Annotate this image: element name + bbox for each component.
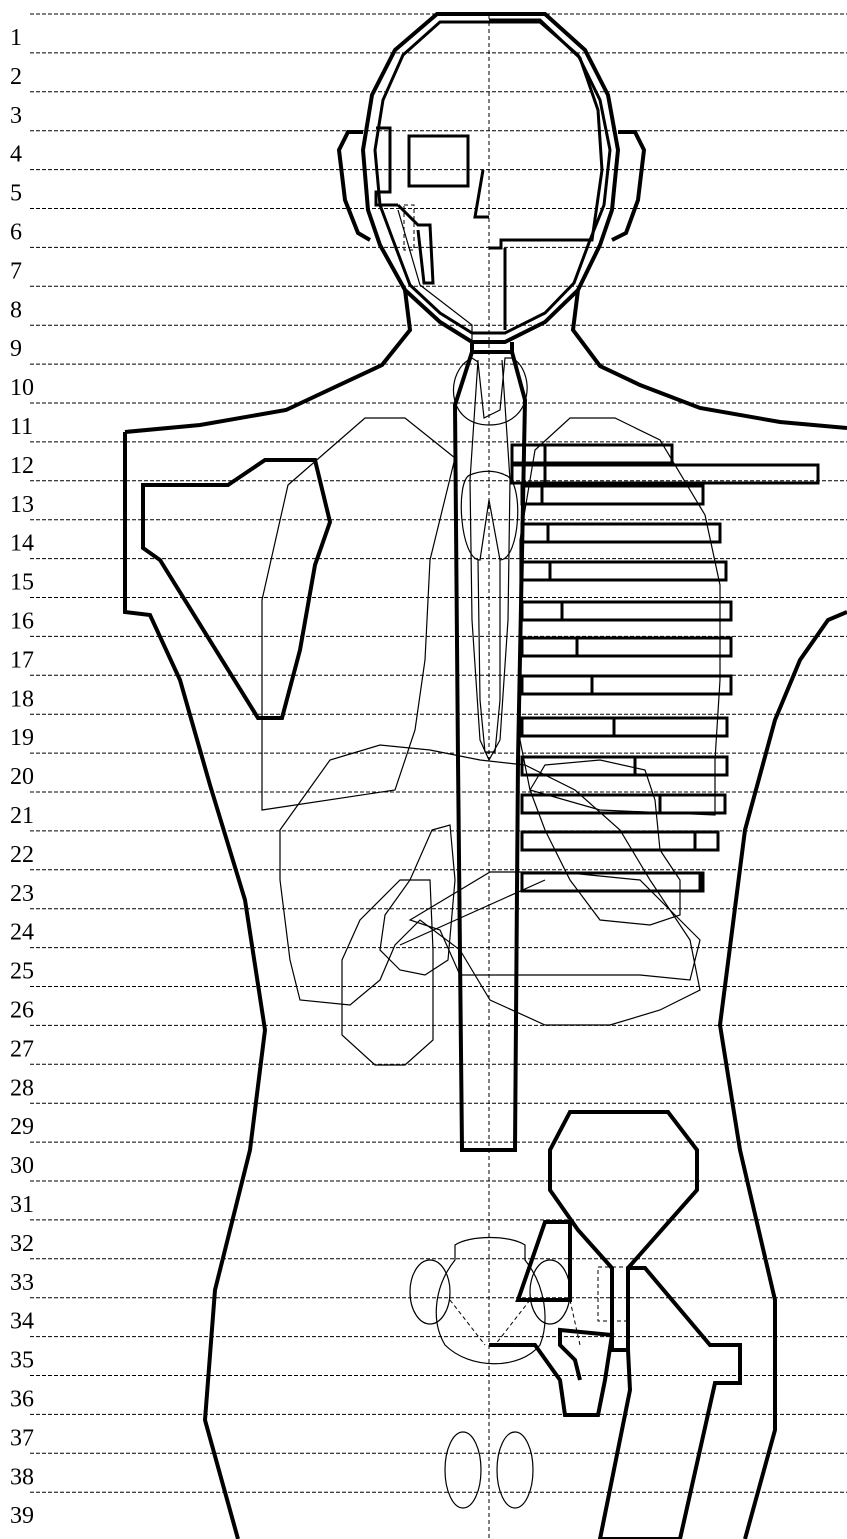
rib bbox=[522, 676, 731, 694]
stomach bbox=[530, 760, 680, 925]
row-number-label: 10 bbox=[10, 375, 34, 401]
neck-right bbox=[573, 290, 847, 428]
left-temple-bracket bbox=[376, 128, 398, 205]
left-ovary bbox=[410, 1260, 450, 1324]
row-number-label: 32 bbox=[10, 1231, 34, 1257]
row-number-label: 18 bbox=[10, 686, 34, 712]
trachea bbox=[455, 352, 525, 1150]
scapula bbox=[143, 460, 330, 718]
row-number-label: 34 bbox=[10, 1309, 34, 1335]
rib bbox=[522, 562, 726, 580]
row-number-label: 2 bbox=[10, 64, 22, 90]
row-number-label: 30 bbox=[10, 1153, 34, 1179]
row-number-label: 31 bbox=[10, 1192, 34, 1218]
row-number-label: 39 bbox=[10, 1503, 34, 1529]
row-number-label: 27 bbox=[10, 1036, 34, 1062]
head-outline bbox=[363, 14, 618, 342]
row-number-label: 25 bbox=[10, 959, 34, 985]
row-number-label: 16 bbox=[10, 609, 34, 635]
row-number-label: 24 bbox=[10, 920, 34, 946]
right-testis bbox=[497, 1432, 533, 1508]
row-number-label: 5 bbox=[10, 181, 22, 207]
rib bbox=[522, 524, 720, 542]
row-number-label: 33 bbox=[10, 1270, 34, 1296]
row-number-label: 15 bbox=[10, 570, 34, 596]
pubic-symphysis bbox=[489, 1330, 612, 1415]
nose bbox=[475, 170, 489, 217]
row-number-label: 7 bbox=[10, 258, 22, 284]
rib bbox=[522, 602, 731, 620]
row-number-label: 38 bbox=[10, 1464, 34, 1490]
rib bbox=[512, 465, 818, 483]
esophagus bbox=[470, 360, 510, 760]
femur-right bbox=[600, 1268, 740, 1539]
left-testis bbox=[445, 1432, 481, 1508]
row-number-label: 36 bbox=[10, 1387, 34, 1413]
right-ovary bbox=[530, 1260, 570, 1324]
row-number-label: 37 bbox=[10, 1425, 34, 1451]
row-number-label: 28 bbox=[10, 1075, 34, 1101]
left-kidney bbox=[342, 880, 433, 1065]
row-number-label: 23 bbox=[10, 881, 34, 907]
row-number-label: 9 bbox=[10, 336, 22, 362]
row-number-label: 3 bbox=[10, 103, 22, 129]
rib bbox=[522, 873, 703, 891]
row-number-label: 11 bbox=[10, 414, 33, 440]
row-number-label: 4 bbox=[10, 142, 22, 168]
rib bbox=[522, 832, 718, 850]
row-guides: 1234567891011121314151617181920212223242… bbox=[10, 14, 847, 1529]
eye-orbit bbox=[409, 136, 468, 186]
row-number-label: 8 bbox=[10, 297, 22, 323]
right-lung bbox=[520, 418, 720, 815]
head bbox=[339, 14, 644, 342]
rib bbox=[522, 486, 703, 504]
liver bbox=[280, 745, 700, 1025]
rib bbox=[512, 445, 672, 463]
row-number-label: 12 bbox=[10, 453, 34, 479]
rib bbox=[522, 795, 725, 813]
neck bbox=[125, 290, 847, 432]
neck-left bbox=[125, 290, 410, 432]
rib-cage bbox=[512, 445, 818, 891]
bladder bbox=[550, 1112, 697, 1350]
row-number-label: 17 bbox=[10, 647, 34, 673]
row-number-label: 26 bbox=[10, 998, 34, 1024]
row-number-label: 14 bbox=[10, 531, 34, 557]
rib bbox=[522, 638, 731, 656]
row-number-label: 35 bbox=[10, 1348, 34, 1374]
left-arm-outline bbox=[125, 432, 265, 1539]
row-number-label: 22 bbox=[10, 842, 34, 868]
row-number-label: 13 bbox=[10, 492, 34, 518]
row-number-label: 6 bbox=[10, 220, 22, 246]
pancreas bbox=[410, 872, 700, 980]
row-number-label: 29 bbox=[10, 1114, 34, 1140]
row-number-label: 19 bbox=[10, 725, 34, 751]
row-number-label: 21 bbox=[10, 803, 34, 829]
row-number-label: 20 bbox=[10, 764, 34, 790]
row-number-label: 1 bbox=[10, 25, 22, 51]
right-arm-outline bbox=[720, 612, 847, 1539]
rib bbox=[522, 718, 727, 736]
